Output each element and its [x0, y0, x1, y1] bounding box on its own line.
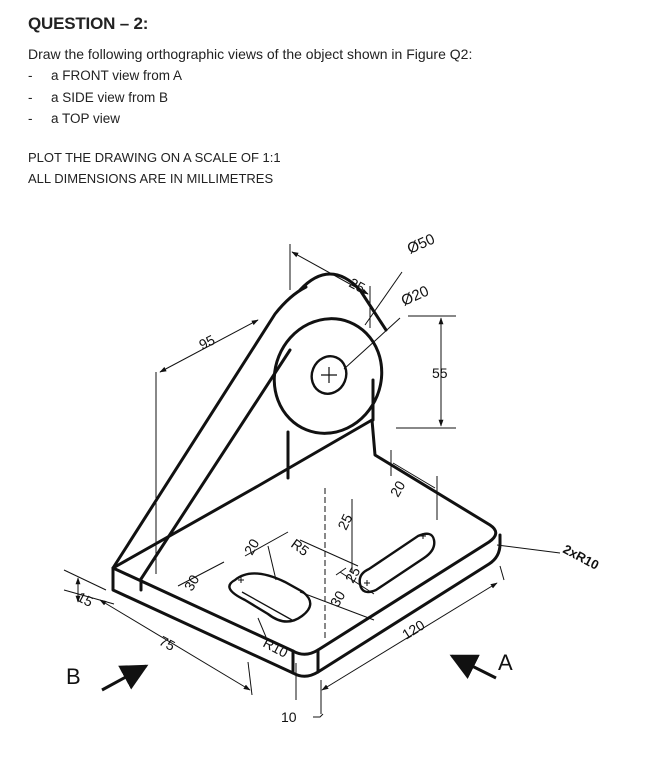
dim-20-left: 20 — [241, 536, 263, 558]
dim-25-top: 25 — [347, 275, 368, 297]
slot-left-inner — [241, 591, 293, 621]
units-note: ALL DIMENSIONS ARE IN MILLIMETRES — [28, 171, 274, 186]
base-plate-top — [111, 418, 498, 656]
slots — [228, 532, 436, 623]
dim-120: 120 — [399, 616, 427, 642]
dim-r10: R10 — [261, 635, 291, 661]
task-bullet: - — [28, 89, 33, 105]
dim-30-left: 30 — [181, 572, 203, 594]
task-text: a SIDE view from B — [51, 89, 169, 105]
base-plate-front-right — [316, 533, 502, 674]
object-outline — [111, 272, 502, 678]
dim-diameter-50: Ø50 — [405, 231, 438, 258]
dim-30-lower: 30 — [327, 588, 349, 610]
question-title: QUESTION – 2: — [28, 14, 149, 33]
task-item: - a SIDE view from B — [28, 90, 182, 112]
dim-2xr10: 2xR10 — [561, 541, 602, 572]
dim-55: 55 — [432, 365, 448, 381]
bore-hole — [310, 355, 348, 395]
task-item: - a TOP view — [28, 111, 182, 133]
slot-right — [358, 532, 436, 594]
dim-25-mid: 25 — [334, 511, 355, 532]
dim-25-lower: 25 — [342, 564, 364, 586]
dimension-lines — [63, 244, 561, 718]
question-instruction: Draw the following orthographic views of… — [28, 46, 473, 62]
task-text: a FRONT view from A — [51, 68, 183, 83]
dim-95: 95 — [196, 331, 217, 352]
task-text: a TOP view — [51, 111, 121, 126]
task-bullet: - — [28, 68, 33, 83]
dim-r5: R5 — [288, 535, 312, 559]
dim-10: 10 — [281, 709, 297, 725]
view-arrow-b — [101, 664, 149, 692]
task-item: - a FRONT view from A — [28, 68, 182, 90]
task-bullet: - — [28, 111, 33, 126]
slot-left — [228, 572, 312, 623]
boss-front-face — [272, 317, 384, 435]
dim-75: 75 — [157, 633, 178, 655]
dim-diameter-20: Ø20 — [399, 283, 432, 310]
view-label-a: A — [498, 650, 513, 675]
view-arrow-a — [449, 654, 497, 680]
task-list: - a FRONT view from A - a SIDE view from B… — [28, 68, 182, 133]
view-label-b: B — [66, 664, 81, 689]
slot-marks — [238, 533, 426, 586]
bore-center-mark — [321, 367, 337, 383]
dim-20-right: 20 — [387, 478, 409, 500]
dim-15: 15 — [75, 589, 96, 611]
scale-note: PLOT THE DRAWING ON A SCALE OF 1:1 — [28, 150, 281, 165]
dimension-labels: Ø50 Ø20 25 95 55 20 25 R5 20 30 25 30 R1… — [75, 231, 602, 725]
